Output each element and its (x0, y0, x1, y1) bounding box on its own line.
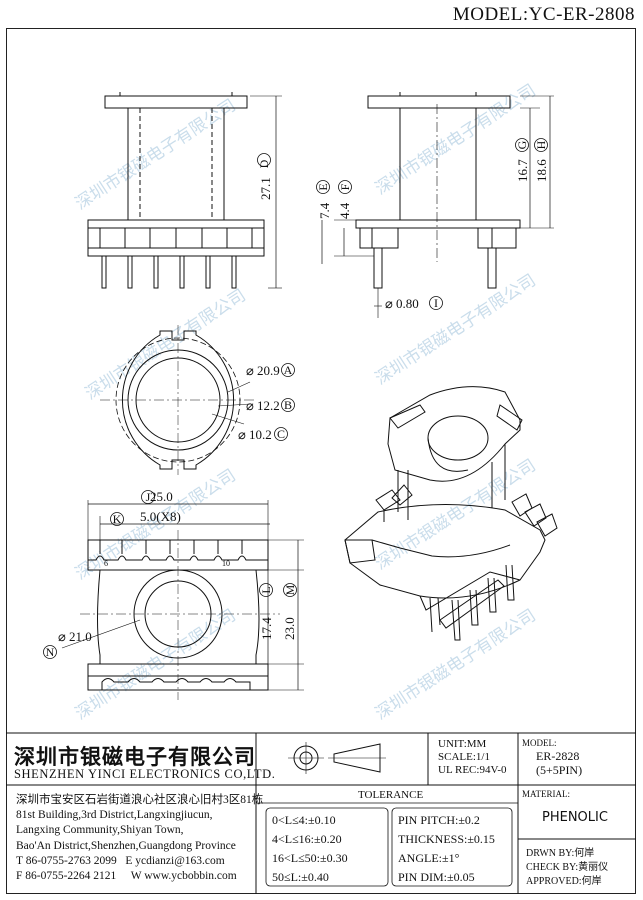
dim-N-letter: N (46, 645, 55, 659)
dim-E-value: 7.4 (317, 202, 332, 219)
dim-H-letter: H (534, 140, 548, 149)
dim-B-diameter: ⌀ (246, 398, 254, 413)
dim-M-value: 23.0 (282, 617, 297, 640)
contact-line-2: F 86-0755-2264 2121 W www.ycbobbin.com (16, 869, 263, 884)
dim-A-diameter: ⌀ (246, 363, 254, 378)
dim-E-letter: E (316, 183, 330, 190)
isometric-view (344, 386, 558, 641)
watermarks: 深圳市银磁电子有限公司 深圳市银磁电子有限公司 深圳市银磁电子有限公司 深圳市银… (72, 81, 540, 725)
title-block: 深圳市银磁电子有限公司 SHENZHEN YINCI ELECTRONICS C… (6, 733, 636, 894)
drawing-frame (6, 28, 636, 894)
top-view (100, 325, 295, 475)
dim-K-value: 5.0(X8) (140, 509, 181, 524)
address-line-3: Langxing Community,Shiyan Town, (16, 824, 184, 837)
dim-K-letter: K (113, 512, 122, 526)
watermark-4: 深圳市银磁电子有限公司 (372, 271, 540, 390)
watermark-5: 深圳市银磁电子有限公司 (72, 466, 240, 585)
address-line-4: Bao'An District,Shenzhen,Guangdong Provi… (16, 839, 236, 852)
fax: F 86-0755-2264 2121 (16, 870, 117, 883)
dim-L-letter: L (259, 586, 273, 593)
dim-C-letter: C (277, 427, 285, 441)
dim-L-value: 17.4 (259, 617, 274, 640)
model-number: ER-2828 (536, 749, 580, 763)
scale-label: SCALE:1/1 (438, 751, 490, 763)
material-title: MATERIAL: (522, 789, 570, 799)
tolerance-right-3: ANGLE:±1° (398, 851, 460, 865)
tolerance-right-1: PIN PITCH:±0.2 (398, 813, 480, 827)
tolerance-left-1: 0<L≤4:±0.10 (272, 813, 336, 827)
bottom-view (43, 490, 304, 700)
model-title: MODEL: (522, 738, 557, 748)
unit-label: UNIT:MM (438, 738, 487, 750)
dim-G-value: 16.7 (515, 159, 530, 182)
dim-D-letter: D (257, 159, 271, 168)
tolerance-left-3: 16<L≤50:±0.30 (272, 851, 348, 865)
website: W www.ycbobbin.com (130, 870, 237, 883)
dim-F-letter: F (338, 183, 352, 190)
company-name-en: SHENZHEN YINCI ELECTRONICS CO,LTD. (14, 767, 276, 781)
dim-N-value: 21.0 (69, 629, 92, 644)
tolerance-title: TOLERANCE (358, 789, 424, 801)
dim-G-letter: G (515, 140, 529, 149)
dim-J-value: 25.0 (150, 489, 173, 504)
tolerance-left-2: 4<L≤16:±0.20 (272, 832, 342, 846)
front-view (87, 92, 282, 289)
watermark-3: 深圳市银磁电子有限公司 (82, 286, 250, 405)
watermark-1: 深圳市银磁电子有限公司 (72, 96, 240, 215)
approved-by: APPROVED:何岸 (526, 876, 602, 887)
checked-by: CHECK BY:黄丽仪 (526, 862, 609, 873)
dim-I-value: 0.80 (396, 296, 419, 311)
address-line-1: 深圳市宝安区石岩街道浪心社区浪心旧村3区81栋 (16, 794, 264, 806)
phone: T 86-0755-2763 2099 (16, 854, 117, 867)
dim-D-value: 27.1 (258, 177, 273, 200)
dim-H-value: 18.6 (534, 159, 549, 182)
dim-C-value: 10.2 (249, 427, 272, 442)
company-name-cn: 深圳市银磁电子有限公司 (14, 745, 256, 769)
address-line-2: 81st Building,3rd District,Langxingjiucu… (16, 809, 213, 822)
dim-C-diameter: ⌀ (238, 427, 246, 442)
dim-F-value: 4.4 (337, 202, 352, 219)
side-view (316, 92, 554, 318)
watermark-8: 深圳市银磁电子有限公司 (372, 606, 540, 725)
company-address: 深圳市宝安区石岩街道浪心社区浪心旧村3区81栋 81st Building,3r… (16, 793, 263, 884)
tolerance-right-2: THICKNESS:±0.15 (398, 832, 495, 846)
title-block-grid (6, 732, 636, 894)
watermark-7: 深圳市银磁电子有限公司 (72, 606, 240, 725)
dim-M-letter: M (283, 584, 297, 595)
model-pins: (5+5PIN) (536, 763, 583, 777)
drawn-by: DRWN BY:何岸 (526, 848, 595, 859)
model-label: MODEL:YC-ER-2808 (452, 4, 635, 25)
tolerance-left-4: 50≤L:±0.40 (272, 870, 329, 884)
dim-I-letter: I (434, 296, 438, 310)
contact-line-1: T 86-0755-2763 2099 E ycdianzi@163.com (16, 854, 263, 869)
dim-I-diameter: ⌀ (385, 296, 393, 311)
tolerance-right-4: PIN DIM:±0.05 (398, 870, 475, 884)
ul-label: UL REC:94V-0 (438, 764, 507, 776)
pin-number-6: 6 (104, 559, 108, 568)
material-value: PHENOLIC (542, 810, 608, 825)
dim-B-letter: B (284, 398, 292, 412)
dim-N-diameter: ⌀ (58, 629, 66, 644)
dim-A-value: 20.9 (257, 363, 280, 378)
pin-number-10: 10 (222, 559, 230, 568)
dim-B-value: 12.2 (257, 398, 280, 413)
email: E ycdianzi@163.com (125, 854, 225, 867)
dim-A-letter: A (284, 363, 293, 377)
dim-J-letter: J (146, 490, 151, 504)
